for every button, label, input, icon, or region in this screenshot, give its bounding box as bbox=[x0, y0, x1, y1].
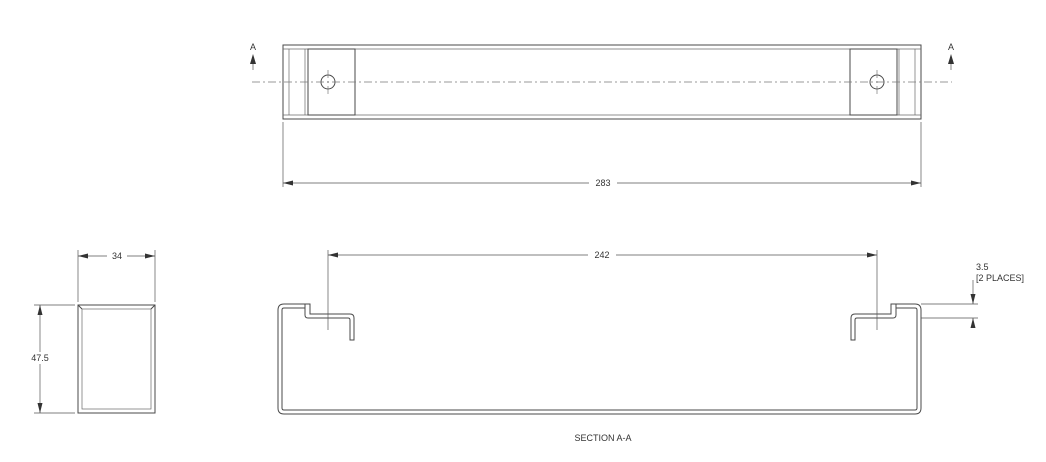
section-arrow-left: A bbox=[250, 42, 256, 70]
right-lip bbox=[850, 303, 897, 341]
dim-lip-note-text: [2 PLACES] bbox=[976, 273, 1024, 283]
dim-hole-spacing-text: 242 bbox=[594, 250, 609, 260]
section-profile bbox=[277, 303, 922, 415]
end-view bbox=[77, 304, 156, 414]
section-arrow-right: A bbox=[948, 42, 954, 70]
dim-end-width: 34 bbox=[77, 250, 156, 302]
top-view bbox=[252, 44, 952, 120]
right-tab bbox=[849, 48, 898, 116]
dim-end-height-text: 47.5 bbox=[31, 353, 49, 363]
dim-overall-length: 283 bbox=[282, 122, 922, 189]
dim-end-height: 47.5 bbox=[26, 304, 75, 414]
dim-overall-length-text: 283 bbox=[595, 178, 610, 188]
dim-end-width-text: 34 bbox=[112, 251, 122, 261]
top-view-outline bbox=[282, 44, 922, 120]
left-tab bbox=[307, 48, 356, 116]
dim-lip-depth: 3.5 [2 PLACES] bbox=[921, 262, 1024, 328]
left-lip bbox=[304, 303, 355, 341]
section-label: SECTION A-A bbox=[574, 433, 631, 443]
dim-lip-depth-text: 3.5 bbox=[976, 262, 989, 272]
dim-hole-spacing: 242 bbox=[327, 249, 878, 330]
section-mark-left: A bbox=[250, 42, 256, 52]
section-mark-right: A bbox=[948, 42, 954, 52]
section-view bbox=[277, 303, 922, 415]
